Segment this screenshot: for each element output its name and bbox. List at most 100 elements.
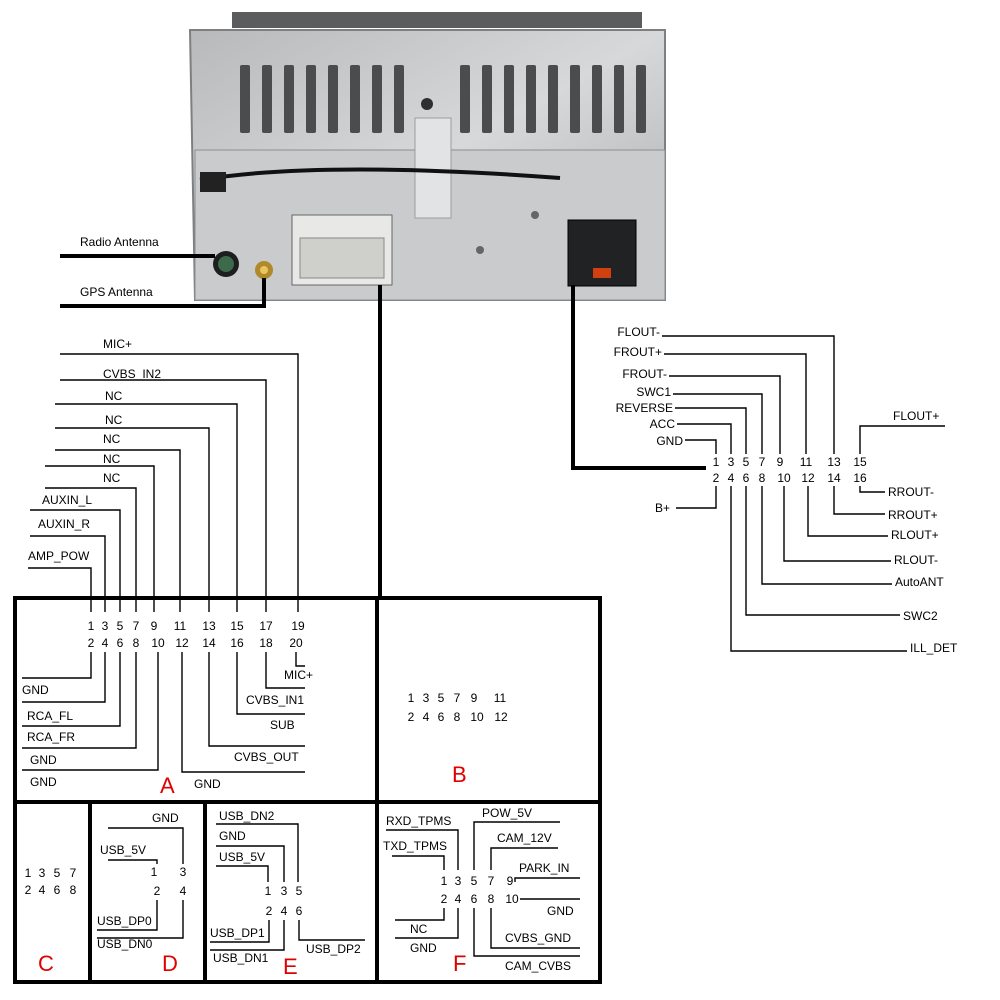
wire xyxy=(386,829,459,870)
wire xyxy=(60,353,299,612)
wire-label: CVBS_GND xyxy=(505,931,571,945)
wire-label: NC xyxy=(103,452,121,466)
wire xyxy=(30,535,106,612)
wire xyxy=(673,393,763,454)
wire xyxy=(97,900,158,931)
pin-number: 7 xyxy=(488,874,495,888)
wire xyxy=(859,425,945,454)
pin-number: 4 xyxy=(39,883,46,897)
wire-label: USB_5V xyxy=(219,850,265,864)
connector-a-letter: A xyxy=(160,773,175,798)
wire-label: GND xyxy=(22,683,49,697)
pin-number: 9 xyxy=(777,455,784,469)
pin-number: 12 xyxy=(494,710,508,724)
pin-number: 4 xyxy=(102,636,109,650)
wire-label: RROUT- xyxy=(888,485,934,499)
wire xyxy=(22,652,159,771)
wire-label: RLOUT+ xyxy=(891,528,939,542)
wire-label: GND xyxy=(194,777,221,791)
connector-d-letter: D xyxy=(162,951,178,976)
wire xyxy=(473,908,580,957)
gps-antenna-jack-icon xyxy=(255,261,273,279)
wire xyxy=(392,855,445,870)
radio-antenna-label: Radio Antenna xyxy=(80,235,159,249)
wire-label: RROUT+ xyxy=(888,508,938,522)
wire xyxy=(108,859,158,864)
pin-number: 1 xyxy=(408,691,415,705)
wire-label: CAM_12V xyxy=(497,831,552,845)
connector-b-letter: B xyxy=(452,762,467,787)
pin-number: 5 xyxy=(54,866,61,880)
pin-number: 6 xyxy=(117,636,124,650)
pin-number: 10 xyxy=(470,710,484,724)
pin-number: 2 xyxy=(713,471,720,485)
wire xyxy=(22,652,121,727)
pin-number: 7 xyxy=(759,455,766,469)
wire xyxy=(216,845,285,882)
wire xyxy=(669,375,781,454)
connector-a: 1 3 5 7 9 11 13 15 17 19 2 4 6 8 10 12 1… xyxy=(22,619,313,798)
wire-label: MIC+ xyxy=(103,337,132,351)
connector-c-letter: C xyxy=(38,951,54,976)
head-unit-rear xyxy=(188,12,666,301)
pin-number: 3 xyxy=(39,866,46,880)
wire-label: USB_DN0 xyxy=(97,937,153,951)
wire-label: NC xyxy=(103,432,121,446)
wire-label: NC xyxy=(105,389,123,403)
wire-label: GND xyxy=(152,811,179,825)
wire-label: USB_DP2 xyxy=(306,942,361,956)
main-harness-socket xyxy=(291,214,393,286)
pin-number: 1 xyxy=(151,865,158,879)
wire xyxy=(208,652,305,747)
wire xyxy=(210,920,285,951)
pin-number: 4 xyxy=(455,892,462,906)
pin-number: 2 xyxy=(88,636,95,650)
wire-label: B+ xyxy=(655,501,670,515)
wire-label: USB_DN2 xyxy=(219,809,275,823)
pin-number: 18 xyxy=(259,636,273,650)
gps-antenna-label: GPS Antenna xyxy=(80,285,153,299)
wire xyxy=(22,652,137,749)
pin-number: 16 xyxy=(853,471,867,485)
pin-number: 7 xyxy=(133,619,140,633)
pin-number: 15 xyxy=(853,455,867,469)
wire xyxy=(22,652,106,703)
cooling-vents xyxy=(240,65,646,133)
pin-number: 9 xyxy=(507,874,514,888)
pin-number: 6 xyxy=(743,471,750,485)
wire xyxy=(677,423,732,454)
wire xyxy=(807,486,888,537)
pin-number: 15 xyxy=(230,619,244,633)
wire xyxy=(298,920,365,941)
wire-label: FROUT- xyxy=(622,367,667,381)
wire-label: REVERSE xyxy=(616,401,673,415)
wire-label: USB_DP0 xyxy=(97,914,152,928)
wire-label: FLOUT- xyxy=(617,325,660,339)
wire xyxy=(97,900,184,939)
wire xyxy=(216,823,299,882)
wire-label: GND xyxy=(30,753,57,767)
wire-label: POW_5V xyxy=(482,806,532,820)
connector-e-letter: E xyxy=(283,954,298,979)
wire-label: FROUT+ xyxy=(614,345,662,359)
wire xyxy=(490,908,580,949)
wire xyxy=(30,509,121,612)
pin-number: 5 xyxy=(117,619,124,633)
pin-number: 14 xyxy=(827,471,841,485)
wire xyxy=(55,403,238,612)
pin-number: 4 xyxy=(180,884,187,898)
pin-number: 8 xyxy=(70,883,77,897)
pin-number: 1 xyxy=(713,455,720,469)
pin-number: 8 xyxy=(133,636,140,650)
wire-label: PARK_IN xyxy=(519,861,569,875)
pin-number: 1 xyxy=(88,619,95,633)
wire xyxy=(662,335,835,454)
pin-number: 1 xyxy=(265,884,272,898)
connector-e: USB_DN2 GND USB_5V 1 3 5 2 4 6 USB_DP1 U… xyxy=(210,809,365,979)
wire-label: CAM_CVBS xyxy=(505,959,571,973)
wire-label: CVBS_OUT xyxy=(234,750,299,764)
pin-number: 5 xyxy=(296,884,303,898)
connector-d-box xyxy=(88,800,207,984)
pin-number: 6 xyxy=(54,883,61,897)
